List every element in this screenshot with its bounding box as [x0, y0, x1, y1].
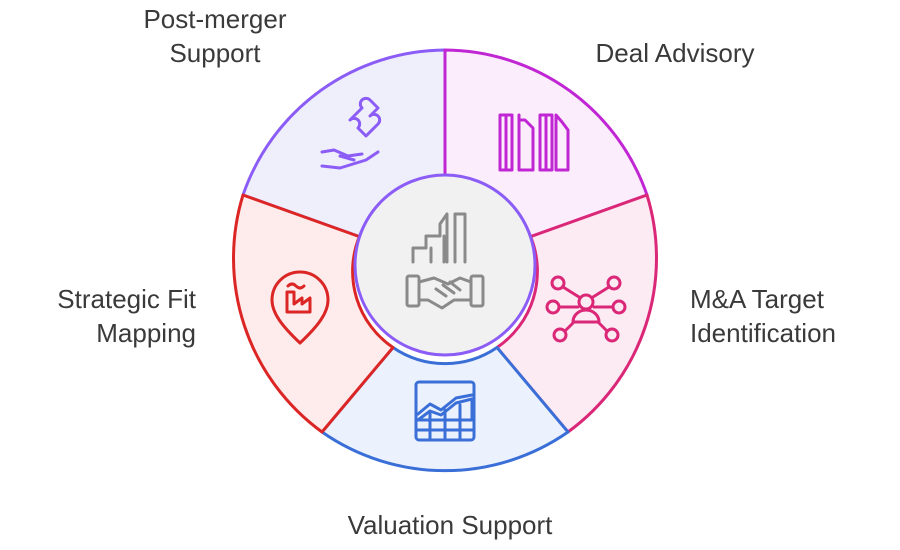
- label-ma-target: M&A Target Identification: [690, 282, 890, 350]
- chart-grid-icon: [414, 380, 476, 442]
- label-strategic-fit: Strategic Fit Mapping: [10, 282, 196, 350]
- label-line: M&A Target: [690, 284, 824, 314]
- segment-strategic-fit: [232, 193, 395, 434]
- label-line: Valuation Support: [347, 510, 553, 540]
- puzzle-hand-icon: [320, 96, 382, 170]
- label-line: Deal Advisory: [595, 38, 755, 68]
- label-valuation: Valuation Support: [300, 508, 600, 542]
- factory-pin-icon: [270, 270, 330, 345]
- center-hub: [353, 173, 537, 357]
- label-line: Mapping: [96, 318, 196, 348]
- label-line: Identification: [690, 318, 836, 348]
- buildings-handshake-icon: [405, 212, 485, 310]
- label-line: Support: [169, 38, 261, 68]
- label-line: Post-merger: [143, 4, 287, 34]
- columns-icon: [498, 113, 570, 172]
- label-line: Strategic Fit: [57, 284, 196, 314]
- label-post-merger: Post-merger Support: [100, 2, 330, 70]
- network-person-icon: [545, 275, 627, 343]
- label-deal-advisory: Deal Advisory: [560, 36, 790, 70]
